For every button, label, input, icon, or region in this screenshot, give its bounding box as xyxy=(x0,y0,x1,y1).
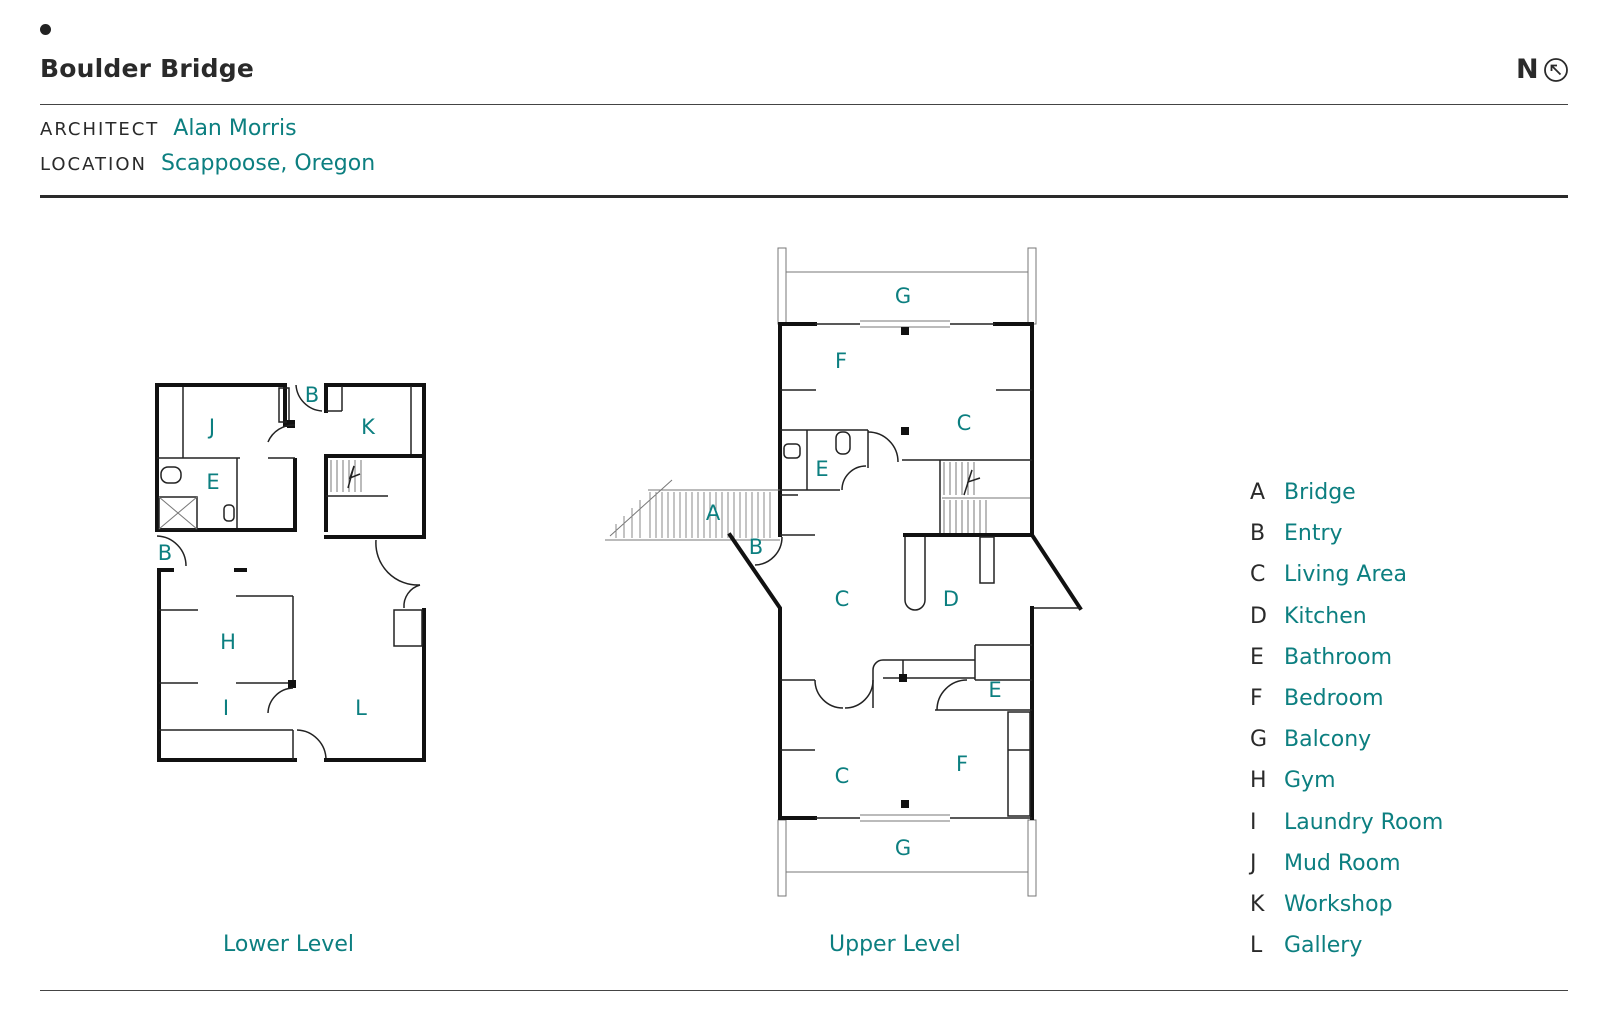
legend-name: Bridge xyxy=(1284,480,1356,505)
north-indicator: N xyxy=(1516,56,1569,83)
header-rule xyxy=(40,104,1568,105)
legend-name: Workshop xyxy=(1284,891,1393,917)
room-label: C xyxy=(835,587,850,611)
room-label: F xyxy=(835,349,847,373)
room-label: C xyxy=(957,411,972,435)
legend-letter: A xyxy=(1250,480,1266,505)
legend-letter: F xyxy=(1250,685,1263,711)
legend-name: Kitchen xyxy=(1284,603,1367,629)
room-legend: A Bridge B Entry C Living Area D Kitchen E Ba… xyxy=(1250,480,1443,974)
legend-item: B Entry xyxy=(1250,521,1443,562)
legend-letter: J xyxy=(1250,850,1257,876)
legend-letter: H xyxy=(1250,768,1267,794)
room-label: H xyxy=(220,630,236,654)
upper-room-labels: G F C E A B C D E C F G xyxy=(706,284,1002,860)
lower-level-label: Lower Level xyxy=(223,932,354,957)
room-label: B xyxy=(749,535,763,559)
legend-item: F Bedroom xyxy=(1250,686,1443,727)
legend-item: L Gallery xyxy=(1250,933,1443,974)
legend-name: Balcony xyxy=(1284,727,1372,753)
legend-item: H Gym xyxy=(1250,768,1443,809)
legend-letter: C xyxy=(1250,562,1266,588)
upper-level-label: Upper Level xyxy=(829,932,961,957)
location-label: LOCATION xyxy=(40,154,147,175)
legend-letter: E xyxy=(1250,644,1264,670)
room-label: I xyxy=(223,696,229,720)
architect-label: ARCHITECT xyxy=(40,119,160,140)
legend-item: J Mud Room xyxy=(1250,851,1443,892)
room-label: K xyxy=(361,415,376,439)
legend-name: Laundry Room xyxy=(1284,809,1444,835)
section-rule xyxy=(40,195,1568,198)
bullet-dot xyxy=(40,24,51,35)
legend-letter: G xyxy=(1250,727,1268,753)
room-label: J xyxy=(207,415,215,439)
architect-row: ARCHITECT Alan Morris xyxy=(40,116,297,141)
legend-item: G Balcony xyxy=(1250,727,1443,768)
room-label: E xyxy=(206,470,219,494)
legend-name: Gallery xyxy=(1284,933,1363,959)
room-label: C xyxy=(835,764,850,788)
legend-letter: I xyxy=(1250,809,1257,835)
location-row: LOCATION Scappoose, Oregon xyxy=(40,151,375,176)
room-label: F xyxy=(956,752,968,776)
legend-name: Mud Room xyxy=(1284,850,1401,876)
legend-item: K Workshop xyxy=(1250,892,1443,933)
legend-item: E Bathroom xyxy=(1250,645,1443,686)
room-label: L xyxy=(355,696,367,720)
lower-level-plan xyxy=(155,383,426,762)
legend-letter: B xyxy=(1250,521,1266,547)
legend-letter: K xyxy=(1250,891,1265,917)
north-label: N xyxy=(1516,54,1539,85)
legend-item: A Bridge xyxy=(1250,480,1443,521)
room-label: E xyxy=(815,457,828,481)
legend-letter: D xyxy=(1250,603,1267,629)
room-label: G xyxy=(895,836,911,860)
architect-value: Alan Morris xyxy=(173,116,297,141)
legend-name: Living Area xyxy=(1284,562,1408,588)
legend-item: C Living Area xyxy=(1250,562,1443,603)
room-label: G xyxy=(895,284,911,308)
legend-item: I Laundry Room xyxy=(1250,810,1443,851)
page-title: Boulder Bridge xyxy=(40,54,254,83)
room-label: E xyxy=(988,678,1001,702)
footer-rule xyxy=(40,990,1568,991)
lower-room-labels: J B K E B H I L xyxy=(158,383,376,720)
legend-name: Bedroom xyxy=(1284,685,1384,711)
location-value: Scappoose, Oregon xyxy=(160,151,376,176)
legend-name: Bathroom xyxy=(1284,644,1393,670)
legend-name: Gym xyxy=(1284,768,1336,794)
upper-level-plan xyxy=(605,247,1083,897)
room-label: A xyxy=(706,501,721,525)
legend-letter: L xyxy=(1250,933,1263,959)
compass-arrow-icon xyxy=(1543,57,1568,82)
legend-name: Entry xyxy=(1284,521,1343,547)
legend-item: D Kitchen xyxy=(1250,604,1443,645)
room-label: B xyxy=(305,383,319,407)
room-label: B xyxy=(158,541,172,565)
room-label: D xyxy=(943,587,959,611)
